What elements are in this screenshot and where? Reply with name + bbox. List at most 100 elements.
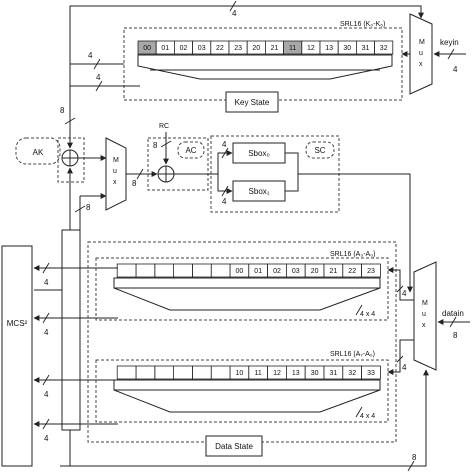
key-out-bus-width: 4 — [96, 73, 101, 82]
sbox1-label: Sbox₁ — [249, 187, 270, 196]
sbox1-in-width: 4 — [222, 197, 227, 206]
key-to-ak-tick — [64, 117, 76, 125]
srl-a-region — [95, 257, 389, 321]
mux-out-width: 8 — [132, 179, 137, 188]
srl-b-mult-tick — [355, 406, 363, 418]
sbox0-in-tick — [221, 147, 229, 159]
ac-label-box — [177, 141, 205, 159]
register-cell-label: 32 — [380, 45, 388, 52]
srl-a-in-width: 4 — [402, 289, 407, 298]
register-cell-label: 22 — [216, 45, 224, 52]
register-cell-label: 01 — [161, 45, 169, 52]
register-cell — [374, 40, 394, 55]
mcs-bus-4-tick — [42, 418, 50, 430]
register-cell-label: 30 — [343, 45, 351, 52]
register-cell-empty — [154, 263, 175, 278]
register-cell-label: 20 — [311, 268, 319, 275]
ak-xor-region — [57, 137, 85, 183]
register-cell — [361, 263, 381, 278]
register-cell-label: 03 — [292, 268, 300, 275]
register-cell-label: 02 — [273, 268, 281, 275]
srl-b-in-width: 4 — [402, 363, 407, 372]
sbox0-in-width: 4 — [222, 140, 227, 149]
rc-width: 8 — [153, 141, 158, 150]
mux-out-tick — [136, 168, 144, 180]
register-cell-empty — [210, 365, 231, 380]
register-cell-label: 23 — [367, 268, 375, 275]
round-mux — [105, 137, 127, 211]
sc-label: SC — [314, 146, 325, 155]
keyin-bus-width: 4 — [453, 65, 458, 74]
data-mux-to-srl-a — [387, 267, 414, 301]
mcs-bus-4-width: 4 — [44, 434, 49, 443]
srl-a-in-tick — [396, 285, 404, 293]
register-cell-label: 00 — [143, 45, 151, 52]
register-cell-label: 23 — [234, 45, 242, 52]
mcs-bus-1-width: 4 — [44, 278, 49, 287]
datain-label: datain — [442, 309, 464, 318]
srl-b-in-tick — [396, 355, 404, 363]
register-cell-label: 13 — [325, 45, 333, 52]
register-cell-empty — [191, 263, 212, 278]
key-mux-label-x: x — [419, 61, 423, 68]
key-left-bus-tick — [93, 58, 101, 70]
ak-label: AK — [33, 148, 44, 157]
mcs-bus-1-tick — [42, 262, 50, 274]
key-state-label-box — [225, 91, 279, 113]
data-state-label: Data State — [215, 442, 253, 451]
data-state-label-box — [205, 435, 263, 457]
register-cell-label: 22 — [348, 268, 356, 275]
key-mux-label-m: M — [419, 39, 425, 46]
srl-b-region — [95, 359, 389, 423]
register-cell-label: 21 — [271, 45, 279, 52]
register-cell-empty — [210, 263, 231, 278]
data-mux-label-u: u — [422, 311, 426, 318]
rc-label: RC — [159, 123, 169, 130]
register-cell-empty — [191, 365, 212, 380]
register-cell-label: 32 — [348, 370, 356, 377]
key-top-feedback — [69, 5, 424, 114]
mcs-box — [1, 245, 33, 467]
srl-a-title: SRL16 (A₃-A₀) — [330, 251, 375, 258]
sbox1-out — [285, 174, 299, 192]
datain-tick — [449, 316, 457, 328]
register-cell-label: 12 — [307, 45, 315, 52]
key-mux-label-u: u — [419, 50, 423, 57]
register-cell-label: 33 — [367, 370, 375, 377]
srl-a-sub-row — [113, 277, 381, 289]
register-cell-empty — [154, 365, 175, 380]
key-to-ak-width: 8 — [60, 106, 65, 115]
register-cell-empty — [173, 263, 193, 278]
state-feedback-width: 8 — [86, 203, 91, 212]
srl-a-mult-tick — [355, 304, 363, 316]
register-cell-empty — [135, 263, 156, 278]
round-mux-label-x: x — [113, 179, 117, 186]
sc-split-2 — [217, 174, 233, 194]
srl-b-sub-row — [113, 379, 381, 391]
round-mux-label-m: M — [113, 157, 119, 164]
round-mux-label-u: u — [113, 168, 117, 175]
state-bus-column — [61, 229, 81, 431]
register-cell-empty — [173, 365, 193, 380]
key-top-bus-tick — [229, 0, 237, 12]
data-bottom-tick — [407, 460, 415, 472]
srl-a-mult: 4 x 4 — [360, 311, 375, 318]
sbox0-label: Sbox₀ — [248, 149, 270, 158]
mcs-label: MCS² — [7, 319, 28, 328]
register-cell-label: 11 — [289, 45, 296, 52]
data-bottom-feedback — [60, 369, 429, 467]
register-cell — [361, 365, 381, 380]
register-cell-label: 02 — [180, 45, 188, 52]
register-cell-empty — [116, 263, 137, 278]
register-cell-label: 30 — [311, 370, 319, 377]
key-top-bus-width: 4 — [232, 9, 237, 18]
register-cell-label: 20 — [252, 45, 260, 52]
mcs-bus-2-width: 4 — [44, 328, 49, 337]
keyin-label: keyin — [440, 38, 459, 47]
key-state-feedback-shape — [137, 54, 393, 80]
srl-b-mult: 4 x 4 — [360, 413, 375, 420]
register-cell-label: 01 — [254, 268, 262, 275]
keyin-bus-tick — [447, 48, 455, 60]
